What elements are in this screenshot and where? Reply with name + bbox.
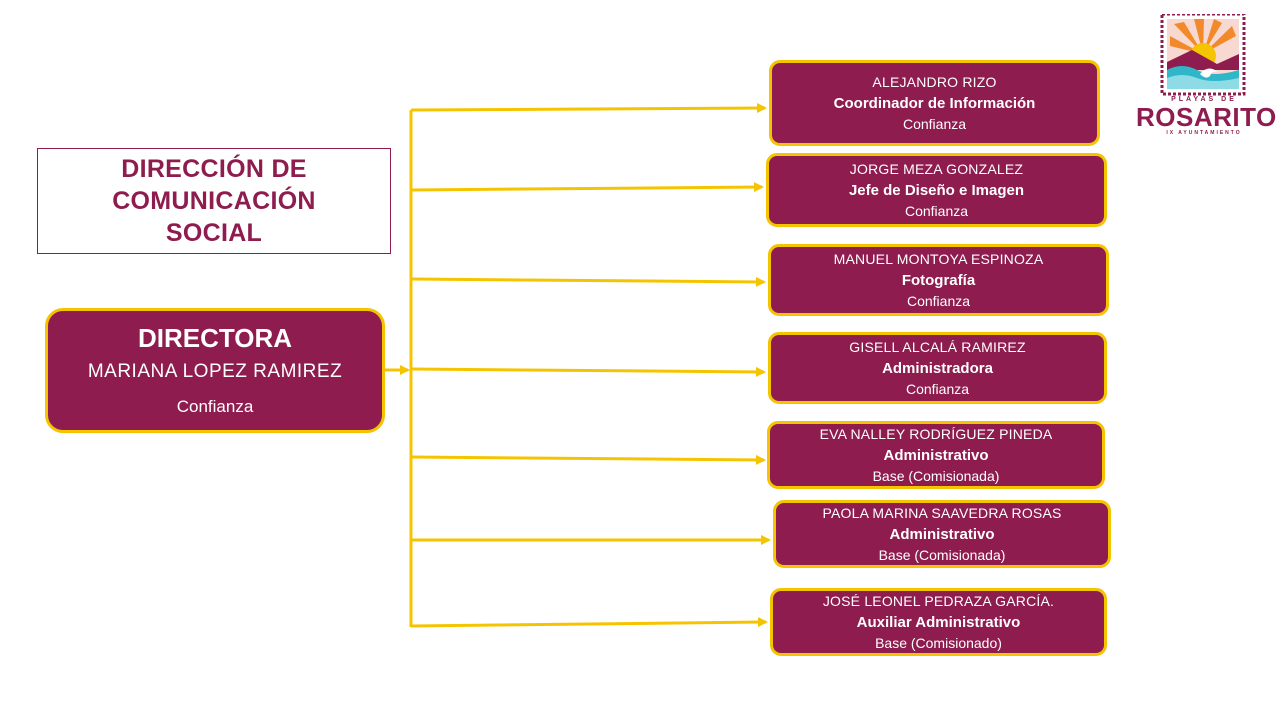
employee-box-1: ALEJANDRO RIZO Coordinador de Informació…	[769, 60, 1100, 146]
employee-type: Base (Comisionada)	[872, 467, 1000, 484]
employee-box-3: MANUEL MONTOYA ESPINOZA Fotografía Confi…	[768, 244, 1109, 316]
rosarito-logo-icon	[1160, 14, 1246, 96]
connector-arrow-2	[410, 182, 764, 193]
director-type: Confianza	[176, 396, 254, 416]
employee-name: GISELL ALCALÁ RAMIREZ	[849, 338, 1026, 355]
employee-box-6: PAOLA MARINA SAAVEDRA ROSAS Administrati…	[773, 500, 1111, 568]
employee-type: Confianza	[902, 115, 967, 132]
director-role: DIRECTORA	[137, 322, 293, 353]
employee-box-5: EVA NALLEY RODRÍGUEZ PINEDA Administrati…	[767, 421, 1105, 489]
department-title-line-2: COMUNICACIÓN	[112, 187, 316, 215]
employee-name: JORGE MEZA GONZALEZ	[849, 160, 1024, 177]
department-title-line-1: DIRECCIÓN DE	[121, 155, 307, 183]
connector-arrow-5	[410, 454, 766, 465]
employee-name: ALEJANDRO RIZO	[872, 73, 997, 90]
director-name: MARIANA LOPEZ RAMIREZ	[87, 360, 343, 382]
director-box: DIRECTORA MARIANA LOPEZ RAMIREZ Confianz…	[45, 308, 385, 433]
employee-position: Auxiliar Administrativo	[856, 613, 1021, 631]
employee-position: Administrativo	[889, 525, 995, 543]
department-title-box: DIRECCIÓN DE COMUNICACIÓN SOCIAL	[37, 148, 391, 254]
employee-name: PAOLA MARINA SAAVEDRA ROSAS	[822, 504, 1062, 521]
employee-box-7: JOSÉ LEONEL PEDRAZA GARCÍA. Auxiliar Adm…	[770, 588, 1107, 656]
connector-arrow-7	[410, 617, 768, 628]
logo-top-text: PLAYAS DE	[1171, 96, 1237, 103]
employee-position: Administradora	[882, 359, 993, 377]
employee-name: JOSÉ LEONEL PEDRAZA GARCÍA.	[822, 592, 1055, 609]
department-title: DIRECCIÓN DE COMUNICACIÓN SOCIAL	[112, 153, 316, 249]
employee-box-2: JORGE MEZA GONZALEZ Jefe de Diseño e Ima…	[766, 153, 1107, 227]
connector-arrow-1	[410, 103, 767, 114]
employee-type: Base (Comisionada)	[878, 546, 1006, 563]
employee-name: EVA NALLEY RODRÍGUEZ PINEDA	[819, 425, 1053, 442]
employee-type: Confianza	[904, 202, 969, 219]
employee-position: Administrativo	[883, 446, 989, 464]
employee-type: Base (Comisionado)	[875, 634, 1002, 651]
logo-sub-text: IX AYUNTAMIENTO	[1166, 130, 1242, 136]
department-title-line-3: SOCIAL	[165, 219, 263, 247]
connector-arrow-3	[410, 276, 766, 287]
employee-type: Confianza	[906, 292, 971, 309]
employee-name: MANUEL MONTOYA ESPINOZA	[833, 250, 1044, 267]
employee-type: Confianza	[905, 380, 970, 397]
logo-main-text: ROSARITO	[1136, 102, 1277, 132]
employee-position: Jefe de Diseño e Imagen	[848, 181, 1025, 199]
connector-arrow-4	[410, 366, 766, 377]
employee-box-4: GISELL ALCALÁ RAMIREZ Administradora Con…	[768, 332, 1107, 404]
employee-position: Coordinador de Información	[833, 94, 1036, 112]
employee-position: Fotografía	[901, 271, 976, 289]
